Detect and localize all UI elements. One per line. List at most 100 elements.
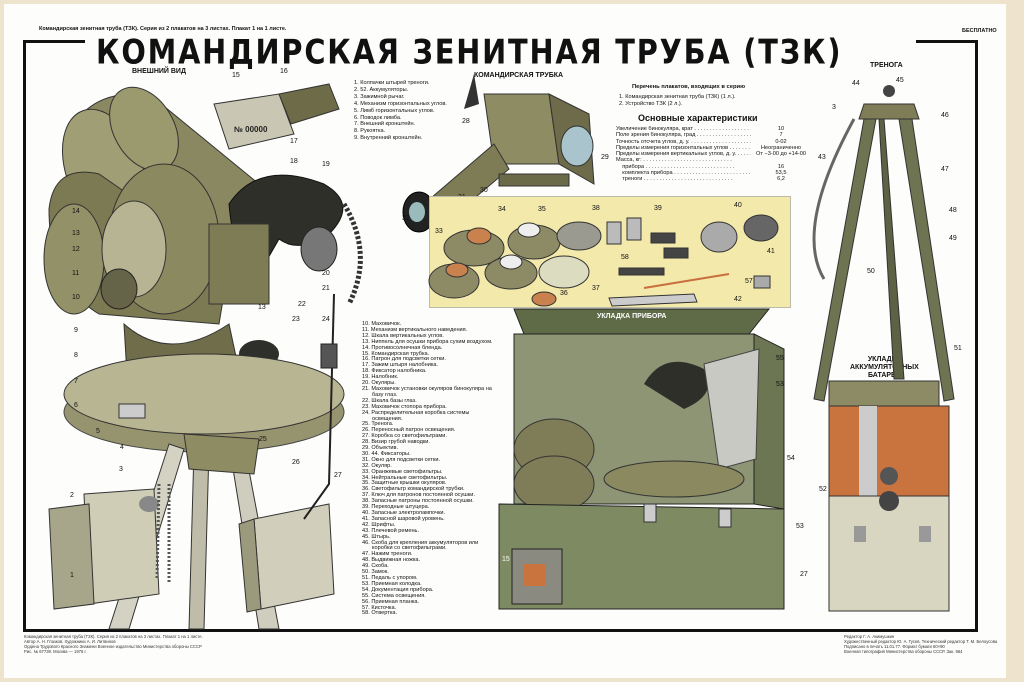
legend-item: 31. Окно для подсветки сетки.	[362, 456, 441, 463]
callout: 9	[74, 327, 78, 334]
legend-item: 38. Запасные патроны постоянной осушки.	[362, 498, 474, 505]
characteristic-row: Точность отсчета углов, д. у.0-02	[616, 139, 811, 145]
packing-box-illustration	[498, 308, 785, 610]
tripod-illustration	[812, 85, 955, 402]
callout: 5	[96, 428, 100, 435]
characteristic-label: комплекта прибора	[616, 170, 751, 176]
callout: 24	[322, 316, 330, 323]
legend-item: 1. Колпачки штырей треноги.	[354, 80, 430, 86]
battery-label-1: УКЛАДКА	[867, 356, 901, 363]
callout: 42	[734, 296, 742, 303]
filter-box	[238, 503, 335, 613]
legend-item: 39. Переходные штуцера.	[362, 504, 430, 511]
batteries	[48, 488, 160, 610]
legend-item: 49. Скоба.	[362, 563, 389, 570]
legend-main: 10. Маховичок.11. Механизм вертикального…	[362, 321, 497, 617]
callout: 51	[954, 345, 962, 352]
callout: 3	[832, 104, 836, 111]
footer-line: Редактор Г. А. Акимушкин	[844, 634, 895, 639]
series-line: Командирская зенитная труба (ТЗК). Серия…	[39, 26, 287, 32]
series-list: Перечень плакатов, входящих в серию 1. К…	[604, 84, 745, 108]
characteristic-row: Пределы измерения вертикальных углов, д.…	[616, 151, 811, 157]
serial-number: № 00000	[234, 125, 268, 134]
legend-item: 56. Приемная планка.	[362, 598, 420, 605]
callout: 15	[232, 72, 240, 79]
characteristic-label: Пределы измерения горизонтальных углов	[616, 145, 751, 151]
legend-item: 32. Окуляр.	[362, 462, 392, 469]
characteristic-value: 16	[777, 163, 785, 170]
legend-item: 11. Механизм вертикального наведения.	[362, 326, 468, 333]
callout: 34	[498, 206, 506, 213]
legend-item: 45. Штырь.	[362, 533, 391, 540]
callout: 49	[949, 235, 957, 242]
characteristic-label: Поле зрения бинокуляра, град	[616, 132, 751, 138]
callout: 53	[796, 523, 804, 530]
legend-item: 53. Приемная колодка.	[362, 580, 422, 587]
characteristics-heading: Основные характеристики	[638, 113, 758, 123]
characteristic-row: треноги6,2	[616, 176, 811, 182]
characteristic-value: 10	[777, 126, 785, 132]
frame-bottom	[23, 629, 978, 632]
legend-item: 46. Скоба для крепления аккумуляторов ил…	[362, 539, 479, 552]
poster: Командирская зенитная труба (ТЗК). Серия…	[4, 4, 1006, 678]
callout: 44	[852, 80, 860, 87]
callout: 53	[776, 381, 784, 388]
callout: 41	[767, 248, 775, 255]
frame-right	[975, 40, 978, 632]
legend-item: 48. Выдвижная ножка.	[362, 557, 421, 564]
characteristic-value: 6,2	[777, 176, 785, 183]
legend-item: 17. Зажим штыря налобника.	[362, 362, 439, 369]
callout: 25	[259, 436, 267, 443]
callout: 23	[292, 316, 300, 323]
callout: 55	[776, 355, 784, 362]
characteristic-value: 7	[779, 132, 783, 139]
callout: 20	[322, 270, 330, 277]
legend-item: 43. Плечевой ремень.	[362, 527, 419, 534]
callout: 11	[72, 270, 80, 277]
callout: 50	[867, 268, 875, 275]
legend-item: 33. Оранжевые светофильтры.	[362, 468, 443, 475]
callout: 43	[818, 154, 826, 161]
footer-left: Командирская зенитная труба (ТЗК). Серия…	[24, 634, 203, 654]
legend-top: 1. Колпачки штырей треноги.2. 52. Аккуму…	[354, 80, 449, 142]
free-label: БЕСПЛАТНО	[962, 28, 997, 34]
callout: 33	[435, 228, 443, 235]
nameplate-box: № 00000	[213, 93, 295, 150]
callout: 3	[119, 466, 123, 473]
legend-item: 19. Налобник.	[362, 374, 399, 381]
callout: 35	[538, 206, 546, 213]
frame-left	[23, 40, 26, 632]
callout: 36	[560, 290, 568, 297]
legend-item: 18. Фиксатор налобника.	[362, 368, 427, 375]
legend-item: 27. Коробка со светофильтрами.	[362, 433, 447, 440]
legend-item: 36. Светофильтр командирской трубки.	[362, 486, 465, 493]
legend-item: 20. Окуляры.	[362, 380, 396, 387]
callout: 21	[322, 285, 330, 292]
frame-top-left	[23, 40, 85, 43]
legend-item: 34. Нейтральные светофильтры.	[362, 474, 448, 481]
characteristic-row: Увеличение бинокуляра, крат10	[616, 126, 811, 132]
callout: 17	[290, 138, 298, 145]
frame-top-right	[916, 40, 978, 43]
footer-line: Автор А. Н. Глазков. Художники А. И. Лит…	[24, 639, 116, 644]
characteristic-label: Пределы измерения вертикальных углов, д.…	[616, 151, 751, 157]
legend-item: 22. Шкала базы глаз.	[362, 397, 417, 404]
legend-item: 28. Визир грубой наводки.	[362, 439, 430, 446]
callout: 29	[601, 154, 609, 161]
callout: 57	[745, 278, 753, 285]
legend-item: 54. Документация прибора.	[362, 586, 434, 593]
legend-item: 21. Маховичок установки окуляров бинокул…	[362, 385, 492, 398]
callout: 8	[74, 352, 78, 359]
legend-item: 2. 52. Аккумуляторы.	[354, 86, 409, 93]
legend-item: 37. Ключ для патронов постоянной осушки.	[362, 492, 475, 499]
callout: 18	[290, 158, 298, 165]
callout: 16	[280, 68, 288, 75]
callout: 2	[70, 492, 74, 499]
callout: 15	[502, 556, 510, 563]
footer-line: Рис. № 67739. Москва — 1976 г.	[24, 649, 87, 654]
callout: 45	[896, 77, 904, 84]
characteristic-value: 53,5	[775, 170, 787, 177]
legend-item: 25. Тренога.	[362, 421, 394, 428]
callout: 27	[334, 472, 342, 479]
legend-item: 26. Переносный патрон освещения.	[362, 427, 456, 434]
